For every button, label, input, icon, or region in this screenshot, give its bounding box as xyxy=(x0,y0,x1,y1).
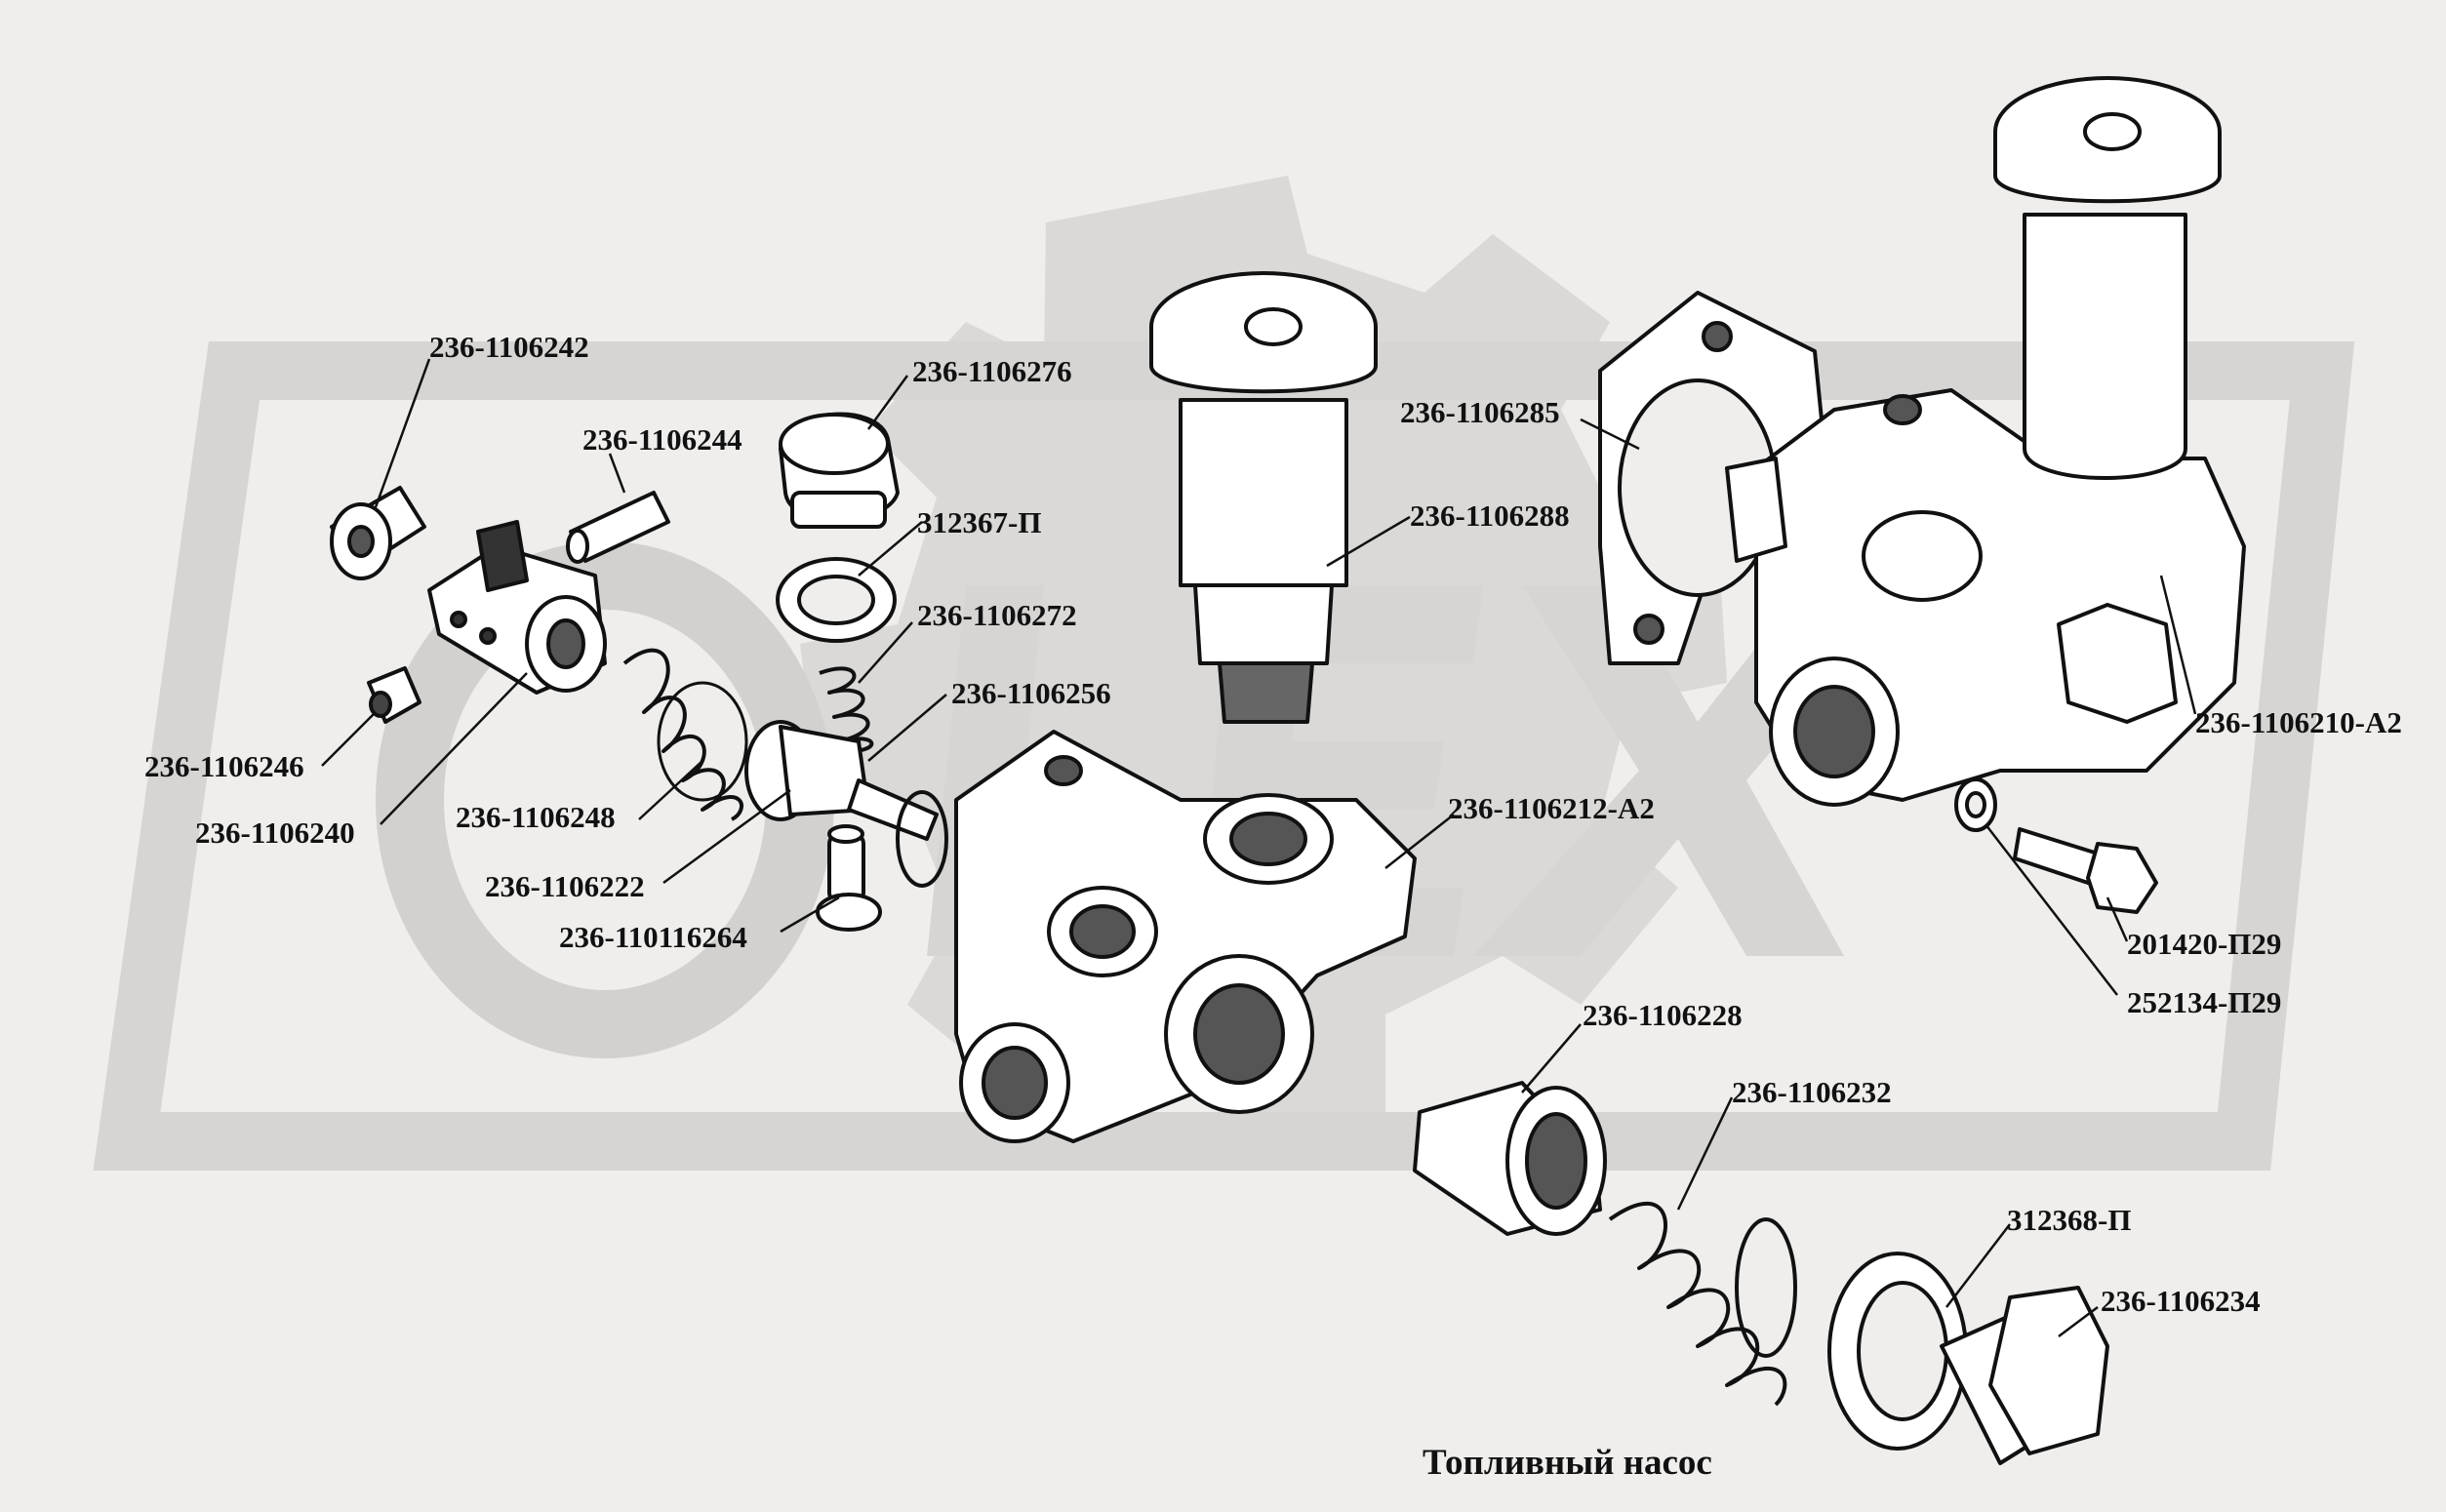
label-236-1106276: 236-1106276 xyxy=(912,354,1072,388)
leader-p14 xyxy=(1384,814,1455,869)
label-236-1106240: 236-1106240 xyxy=(195,816,355,850)
part-washer-312368 xyxy=(1827,1252,1968,1451)
leader-p11 xyxy=(780,895,840,934)
label-236-1106210-a2: 236-1106210-А2 xyxy=(2195,705,2402,739)
label-236-1106222: 236-1106222 xyxy=(485,869,645,903)
part-nut-242 xyxy=(330,486,426,580)
part-spring-248 xyxy=(622,648,748,821)
label-236-110116264: 236-110116264 xyxy=(559,920,747,954)
part-body-212 xyxy=(954,730,1417,1143)
part-lockwasher-252134 xyxy=(1954,777,1997,832)
leader-p5 xyxy=(858,621,913,684)
part-valve-222 xyxy=(744,720,948,888)
leader-p10 xyxy=(662,788,791,885)
part-fastener-246 xyxy=(367,666,421,724)
parts xyxy=(330,76,2246,1465)
label-201420-p29: 201420-П29 xyxy=(2127,927,2282,961)
part-bolt-201420 xyxy=(2013,827,2158,914)
leader-p17 xyxy=(1985,823,2118,996)
diagram-caption: Топливный насос xyxy=(1423,1443,1712,1483)
part-plunger-288 xyxy=(1149,271,1378,724)
label-236-1106232: 236-1106232 xyxy=(1732,1075,1892,1109)
leader-p12 xyxy=(1580,418,1640,451)
label-236-1106272: 236-1106272 xyxy=(917,598,1077,632)
leader-p15 xyxy=(2159,575,2197,715)
part-spring-232 xyxy=(1608,1202,1797,1407)
part-plug-234 xyxy=(1940,1286,2109,1465)
part-body-210 xyxy=(1725,388,2246,807)
leader-p3 xyxy=(866,375,909,430)
leader-lines xyxy=(321,358,2197,1337)
leader-p9 xyxy=(638,760,703,820)
leader-p8 xyxy=(380,672,528,825)
part-plug-276 xyxy=(779,412,900,529)
label-236-1106256: 236-1106256 xyxy=(951,676,1111,710)
part-sleeve-228 xyxy=(1413,1081,1607,1236)
label-236-1106212-a2: 236-1106212-А2 xyxy=(1448,791,1655,825)
leader-p19 xyxy=(1676,1096,1734,1211)
label-236-1106288: 236-1106288 xyxy=(1410,498,1570,533)
label-236-1106228: 236-1106228 xyxy=(1583,998,1743,1032)
leader-p6 xyxy=(867,694,947,762)
label-236-1106244: 236-1106244 xyxy=(582,422,742,457)
leader-p4 xyxy=(858,521,923,577)
leader-p7 xyxy=(321,711,377,767)
part-pin-244 xyxy=(566,491,670,564)
label-236-1106285: 236-1106285 xyxy=(1400,395,1560,429)
leader-p1 xyxy=(374,358,431,508)
label-236-1106246: 236-1106246 xyxy=(144,749,304,783)
leader-p20 xyxy=(1945,1223,2011,1308)
label-252134-p29: 252134-П29 xyxy=(2127,985,2282,1019)
label-236-1106242: 236-1106242 xyxy=(429,330,589,364)
leader-p2 xyxy=(608,453,626,494)
leader-p16 xyxy=(2105,896,2129,942)
label-312367-p: 312367-П xyxy=(917,505,1042,539)
label-236-1106248: 236-1106248 xyxy=(456,800,616,834)
part-plunger-210-top xyxy=(1993,76,2222,480)
part-spring-272 xyxy=(819,666,874,753)
part-lever-240 xyxy=(427,520,607,695)
leader-p18 xyxy=(1521,1023,1582,1094)
part-washer-312367 xyxy=(776,557,897,643)
part-bolt-264 xyxy=(816,824,882,932)
leader-p21 xyxy=(2058,1306,2099,1337)
label-312368-p: 312368-П xyxy=(2007,1203,2132,1237)
label-236-1106234: 236-1106234 xyxy=(2101,1284,2261,1318)
leader-p13 xyxy=(1326,515,1411,568)
